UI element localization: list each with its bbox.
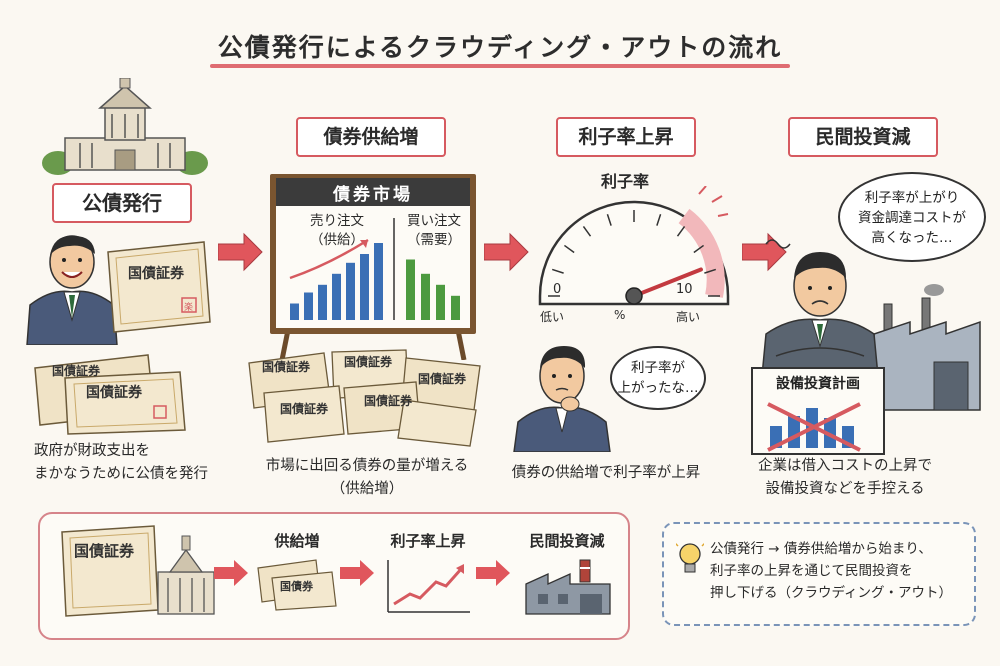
held-certificate: [107, 241, 211, 333]
lightbulb-icon: [676, 542, 704, 573]
gauge-low-label: 低い: [540, 310, 565, 324]
step-caption-investment: 企業は借入コストの上昇で 設備投資などを手控える: [740, 455, 950, 501]
gauge-tick: [606, 213, 612, 226]
summary-arrow-icon: [476, 560, 510, 586]
bubble-line: 資金調達コストが: [858, 210, 966, 226]
summary-rising-chart: [387, 560, 470, 613]
buy-order-text: 買い注文: [407, 213, 461, 229]
caption-line: まかなうために公債を発行: [34, 466, 208, 482]
gauge-min-label: 0: [553, 282, 562, 297]
gauge-tick: [551, 268, 564, 274]
investment-plan-chart: [751, 367, 885, 455]
summary-arrow-icon: [214, 560, 248, 586]
gauge-tick: [656, 213, 662, 226]
caption-line: 設備投資などを手控える: [765, 481, 925, 497]
summary-note-text: 公債発行 → 債券供給増から始まり、 利子率の上昇を通じて民間投資を 押し下げる…: [710, 538, 972, 604]
step-label-investment: 民間投資減: [788, 117, 938, 157]
sell-bar: [304, 292, 313, 320]
market-board-title: 債券市場: [333, 185, 413, 205]
market-board: [270, 174, 476, 360]
buy-bar: [421, 273, 430, 320]
stack-cert-label-1: 国債証券: [52, 364, 101, 378]
summary-certificate-label: 国債証券: [74, 542, 135, 560]
title-underline: [210, 64, 790, 68]
note-line: 押し下げる（クラウディング・アウト）: [710, 585, 953, 601]
bond-label: 国債証券: [364, 394, 413, 408]
sell-order-text: 売り注文: [310, 213, 364, 229]
summary-factory-icon: [525, 559, 611, 615]
buy-order-sub: （需要）: [407, 232, 461, 248]
certificate-stamp: 楽: [184, 303, 194, 313]
step-caption-issue: 政府が財政支出を まかなうために公債を発行: [12, 440, 242, 486]
summary-bond-label: 国債券: [280, 580, 313, 593]
worried-bubble: 利子率が上がり 資金調達コストが 高くなった…: [838, 172, 986, 262]
page-title: 公債発行によるクラウディング・アウトの流れ: [217, 33, 783, 62]
summary-certificate-building: [61, 525, 215, 617]
certificate-stack: [34, 354, 186, 435]
step-label-supply: 債券供給増: [296, 117, 446, 157]
thinking-bubble: 利子率が 上がったな…: [610, 346, 706, 410]
gauge-tick: [676, 225, 686, 237]
investment-plan-label: 設備投資計画: [776, 376, 860, 392]
interest-rate-gauge: [538, 186, 730, 306]
gauge-high-label: 高い: [676, 310, 701, 324]
caption-line: 企業は借入コストの上昇で: [758, 458, 932, 474]
sell-bar: [332, 273, 341, 320]
caption-line: （供給増）: [330, 481, 404, 497]
sell-order-label: 売り注文 （供給）: [282, 212, 392, 250]
scattered-bonds: [248, 349, 481, 447]
sell-bar: [318, 284, 327, 320]
bond-label: 国債証券: [418, 372, 467, 386]
gauge-tick: [693, 244, 705, 254]
buy-bar: [436, 284, 445, 320]
sell-bar: [360, 254, 369, 320]
buy-bar: [406, 259, 415, 320]
step-label-issue: 公債発行: [52, 183, 192, 223]
flow-arrow-icon: [484, 232, 529, 272]
summary-bonds: [257, 559, 337, 611]
sell-bar: [346, 262, 355, 320]
bond-label: 国債証券: [280, 402, 329, 416]
summary-arrow-icon: [340, 560, 374, 586]
bond-label: 国債証券: [344, 355, 393, 369]
held-certificate-label: 国債証券: [128, 266, 184, 282]
government-building-icon: [42, 78, 208, 175]
sell-bar: [374, 243, 383, 320]
thinking-man-figure: [513, 346, 611, 452]
summary-note-box: [662, 522, 976, 626]
summary-step-rate: 利子率上昇: [390, 532, 466, 550]
caption-line: 政府が財政支出を: [34, 443, 150, 459]
worried-businessman-figure: [761, 239, 879, 376]
flow-arrow-icon: [218, 232, 263, 272]
gauge-unit-label: %: [614, 308, 626, 322]
factory-icon: [874, 284, 981, 411]
note-line: 公債発行 → 債券供給増から始まり、: [710, 541, 932, 557]
stack-cert-label-2: 国債証券: [86, 385, 142, 401]
buy-bar: [451, 295, 460, 320]
sell-bar: [290, 303, 299, 320]
gauge-tick: [704, 268, 717, 274]
summary-step-investment: 民間投資減: [529, 532, 605, 550]
gauge-max-label: 10: [676, 282, 693, 297]
caption-line: 市場に出回る債券の量が増える: [265, 458, 469, 474]
bond-label: 国債証券: [262, 360, 311, 374]
gauge-tick: [563, 244, 575, 254]
step-caption-rate: 債券の供給増で利子率が上昇: [511, 465, 701, 481]
gauge-title: 利子率: [600, 172, 649, 191]
step-label-rate: 利子率上昇: [556, 117, 696, 157]
buy-order-label: 買い注文 （需要）: [398, 212, 470, 250]
bubble-line: 上がったな…: [617, 380, 699, 396]
note-line: 利子率の上昇を通じて民間投資を: [710, 563, 913, 579]
bubble-line: 高くなった…: [871, 230, 953, 246]
gauge-tick: [582, 225, 592, 237]
bubble-line: 利子率が上がり: [864, 190, 960, 206]
politician-figure: [26, 235, 118, 345]
step-caption-supply: 市場に出回る債券の量が増える （供給増）: [232, 455, 502, 501]
bubble-line: 利子率が: [631, 360, 685, 376]
sell-order-sub: （供給）: [310, 232, 364, 248]
summary-step-supply: 供給増: [274, 532, 320, 550]
